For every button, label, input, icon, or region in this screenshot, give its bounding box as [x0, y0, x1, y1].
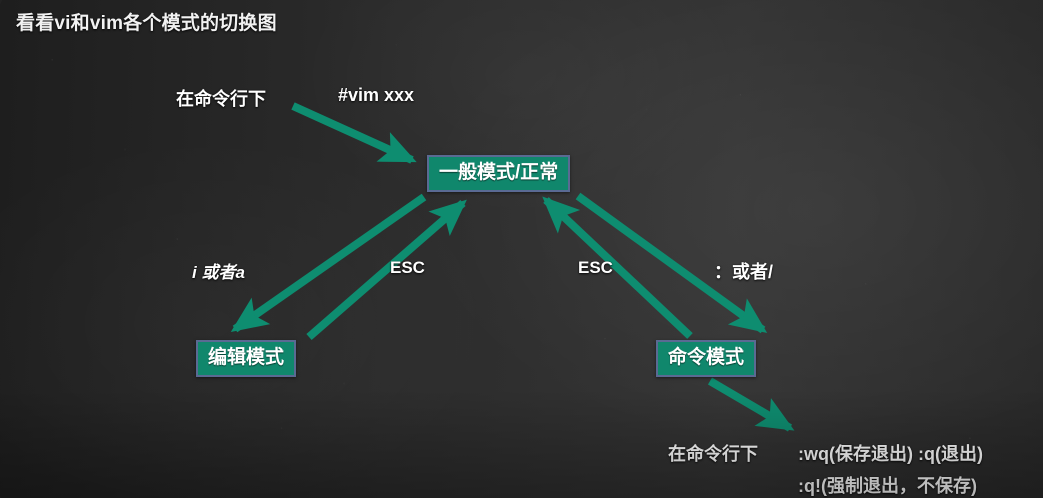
- label-entry-prefix: 在命令行下: [176, 89, 266, 109]
- node-command-mode[interactable]: 命令模式: [656, 340, 757, 377]
- label-entry-command: #vim xxx: [338, 85, 415, 105]
- node-normal-mode[interactable]: 一般模式/正常: [427, 155, 571, 192]
- arrow-command-to-exit: [707, 377, 795, 432]
- node-insert-mode[interactable]: 编辑模式: [196, 340, 297, 377]
- label-exit-commands-line2: :q!(强制退出，不保存): [798, 476, 977, 496]
- label-insert-escape: ESC: [390, 258, 425, 277]
- label-to-command: ：或者/: [714, 262, 774, 282]
- label-exit-commands-line1: :wq(保存退出) :q(退出): [798, 444, 983, 464]
- arrow-entry-to-normal: [291, 102, 417, 164]
- arrow-command-to-normal: [542, 196, 693, 339]
- label-bottom-prefix: 在命令行下: [668, 444, 758, 464]
- label-command-escape: ESC: [578, 258, 613, 277]
- page-title: 看看vi和vim各个模式的切换图: [16, 13, 277, 34]
- label-to-insert: i 或者a: [192, 263, 245, 282]
- arrow-insert-to-normal: [306, 199, 467, 341]
